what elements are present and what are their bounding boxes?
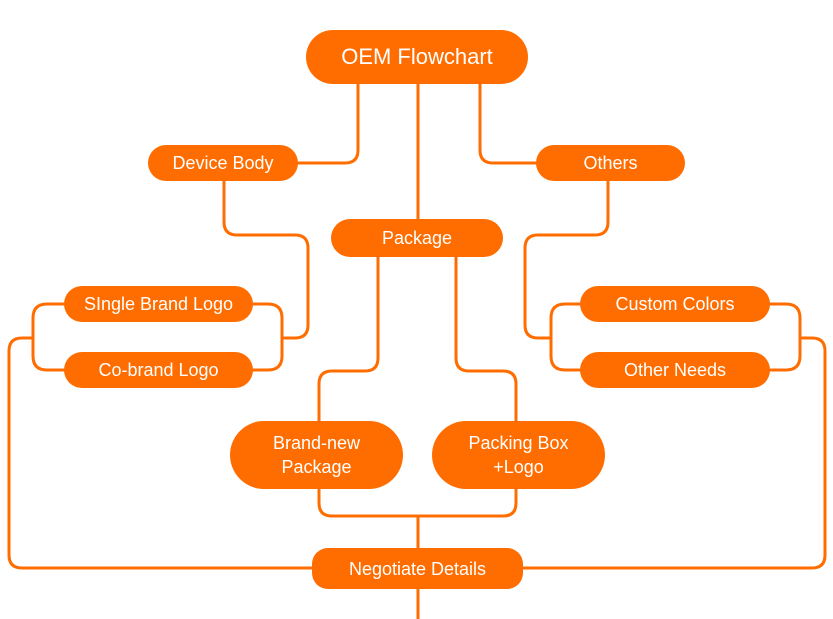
edge-logos-negotiate <box>7 336 314 570</box>
node-label: Other Needs <box>623 360 727 380</box>
logo-bracket-left <box>31 302 66 372</box>
node-single-brand-logo: SIngle Brand Logo <box>64 286 253 322</box>
node-label: Package <box>381 228 453 248</box>
edge-title-others <box>478 82 538 165</box>
node-label: Co-brand Logo <box>98 360 219 380</box>
node-label: Negotiate Details <box>348 558 487 579</box>
logo-bracket-right <box>251 302 284 372</box>
node-other-needs: Other Needs <box>580 352 770 388</box>
node-label: OEM Flowchart <box>341 44 493 69</box>
edge-others-colors <box>523 179 610 340</box>
node-device-body: Device Body <box>148 145 298 181</box>
colors-bracket-left <box>549 302 582 372</box>
edge-package-packing-box <box>454 255 518 423</box>
node-custom-colors: Custom Colors <box>580 286 770 322</box>
node-oem-flowchart-title: OEM Flowchart <box>306 30 528 84</box>
node-others: Others <box>536 145 685 181</box>
edge-packages-negotiate <box>317 487 518 518</box>
node-brand-new-package: Brand-new Package <box>230 421 403 489</box>
node-package: Package <box>331 219 503 257</box>
node-label: Others <box>583 153 638 173</box>
node-co-brand-logo: Co-brand Logo <box>64 352 253 388</box>
node-label: Device Body <box>172 153 274 173</box>
node-label-line-2: Package <box>281 457 352 477</box>
edge-title-device-body <box>296 82 360 165</box>
node-packing-box-logo: Packing Box +Logo <box>432 421 605 489</box>
node-label-line-2: +Logo <box>493 457 544 477</box>
colors-bracket-right <box>768 302 802 372</box>
node-label-line-1: Brand-new <box>272 433 361 453</box>
node-negotiate-details: Negotiate Details <box>312 548 523 589</box>
edge-device-body-logos <box>222 179 310 340</box>
node-label: SIngle Brand Logo <box>83 294 234 314</box>
edge-package-brand-new <box>317 255 380 423</box>
edge-colors-negotiate <box>521 336 827 570</box>
node-label-line-1: Packing Box <box>468 433 569 453</box>
node-label: Custom Colors <box>615 294 735 314</box>
